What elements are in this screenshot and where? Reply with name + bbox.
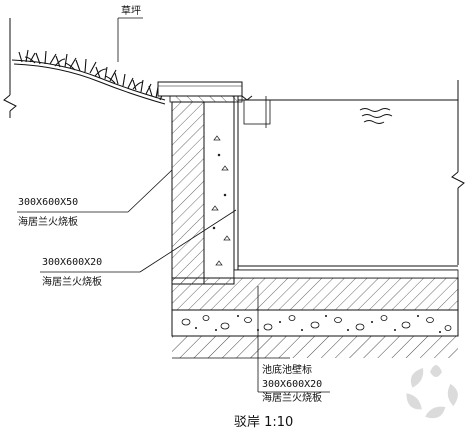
left-break-line [3,18,17,118]
callout-top-material: 海居兰火烧板 [18,215,78,228]
compacted-earth [172,335,458,359]
coping-stone [157,81,243,97]
overflow-notch [243,96,271,128]
pool-floor-tile [234,265,458,271]
pool-floor-bedding [233,269,459,279]
callout-bottom-material: 海居兰火烧板 [262,391,322,404]
grass-slope [11,49,166,105]
callout-bottom-finish: 池底池壁标 [262,363,312,376]
coping-bedding [169,95,243,103]
wall-concrete-aggregate [211,135,231,266]
callout-mid-material: 海居兰火烧板 [42,275,102,288]
callout-bottom-size: 300X600X20 [262,379,322,390]
callout-mid-size: 300X600X20 [42,257,102,268]
pool-base-slab [171,277,459,311]
gravel-layer [171,309,459,337]
drawing-title: 驳岸 1:10 [234,415,293,430]
water-level [238,95,458,124]
callout-top-leader [17,169,173,213]
watermark-logo [406,365,458,419]
lawn-leader [117,17,143,62]
pool-finish-leader [257,286,330,393]
lawn-label: 草坪 [121,4,141,17]
right-break-line [451,80,465,265]
callout-top-size: 300X600X50 [18,197,78,208]
callout-mid-leader [40,209,237,273]
wall-facing-tile [233,96,239,270]
retaining-wall [171,101,235,285]
